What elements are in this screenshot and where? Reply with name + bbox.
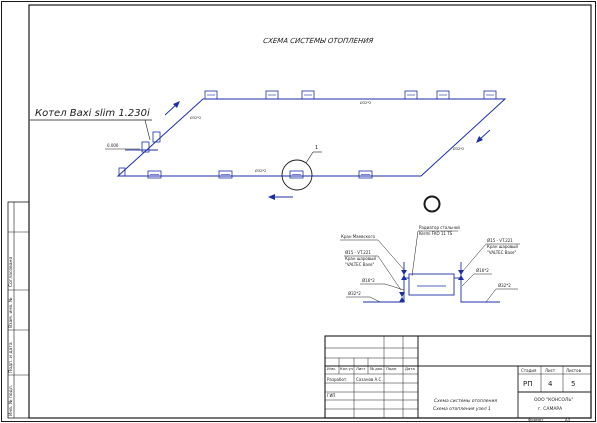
format-value: А3	[565, 417, 571, 422]
label-valve-left-1: Ø15 - VT.221	[345, 250, 371, 255]
hdr-izm: Изм.	[327, 366, 336, 371]
radiator-top-2	[265, 90, 279, 100]
label-radiator-2: Kermi FKO 11 TS	[419, 231, 453, 236]
label-pipe-left-a: Ø16*2	[362, 278, 375, 283]
radiator-bottom-1	[147, 170, 162, 179]
label-radiator-1: Радиатор стальной	[419, 225, 460, 230]
boiler-symbol	[118, 131, 161, 177]
inner-frame	[28, 4, 592, 419]
developer-name: Сазанов А.С.	[356, 377, 383, 382]
callout-number: 1	[315, 145, 318, 151]
heating-loop: Ø32*2 Ø32*2 Ø32*2 Ø32*2	[116, 90, 507, 200]
pipe-label-1: Ø32*2	[190, 115, 201, 120]
label-valve-left-2: Кран шаровый	[345, 256, 376, 261]
level-mark: 0.000	[107, 143, 119, 148]
flow-arrow-top-left	[164, 101, 180, 116]
stage-header: Стадия	[521, 368, 537, 373]
drawing-title: СХЕМА СИСТЕМЫ ОТОПЛЕНИЯ	[263, 36, 375, 45]
radiator-node-detail	[363, 262, 500, 303]
label-pipe-right-b: Ø32*2	[498, 283, 511, 288]
gip-label: ГИП	[327, 393, 335, 398]
section-marker	[423, 195, 441, 213]
radiator-top-6	[483, 90, 497, 100]
label-valve-right-3: "VALTEC Base"	[487, 250, 517, 255]
radiator-top-3	[301, 90, 315, 100]
stamp-label-agreed: Согласовано	[8, 257, 14, 287]
label-pipe-left-b: Ø32*2	[348, 291, 361, 296]
desc-line-1: Схема системы отопления	[434, 398, 497, 404]
desc-line-2: Схема отопления узел 1	[433, 406, 491, 412]
label-pipe-right-a: Ø16*2	[476, 268, 489, 273]
radiator-top-1	[204, 90, 218, 100]
sheet-value: 4	[548, 380, 553, 388]
flow-arrow-right	[476, 129, 491, 143]
label-valve-right-2: Кран шаровый	[487, 244, 518, 249]
label-valve-right-1: Ø15 - VT.221	[487, 238, 513, 243]
hdr-sign: Подп.	[386, 366, 398, 371]
company-line-1: ООО "КОНСОЛЬ"	[534, 397, 573, 403]
radiator-bottom-3	[289, 170, 304, 179]
label-mayevsky: Кран Маевского	[341, 234, 376, 239]
boiler-label: Котел Baxi slim 1.230i	[35, 108, 150, 119]
radiator-top-4	[404, 90, 418, 100]
detail-labels: Кран Маевского Радиатор стальной Kermi F…	[340, 225, 520, 303]
pipe-label-3: Ø32*2	[255, 168, 266, 173]
stage-value: РП	[523, 380, 533, 388]
pipe-label-2: Ø32*2	[360, 100, 371, 105]
sheets-value: 5	[571, 380, 575, 388]
left-stamp: Согласовано Взам. инв. № Подп. и дата Ин…	[7, 201, 30, 419]
detail-callout: 1	[281, 145, 322, 191]
radiator-bottom-2	[218, 170, 233, 179]
sheet-header: Лист	[545, 368, 556, 373]
radiator-bottom-4	[358, 170, 373, 179]
hdr-doc: № док.	[370, 366, 384, 371]
format-label: Формат	[528, 417, 544, 422]
company-line-2: г. САМАРА	[538, 406, 563, 412]
title-block: Изм. Кол.уч Лист № док. Подп. Дата Разра…	[324, 335, 592, 419]
stamp-label-replaced: Взам. инв. №	[8, 297, 14, 328]
pipe-label-4: Ø32*2	[453, 146, 464, 151]
hdr-list: Лист	[356, 366, 366, 371]
label-valve-left-3: "VALTEC Base"	[345, 262, 375, 267]
hdr-kol: Кол.уч	[340, 366, 353, 371]
boiler-leader	[144, 119, 151, 141]
hdr-date: Дата	[405, 366, 415, 371]
flow-arrow-bottom	[268, 194, 293, 200]
stamp-label-inventory: Инв. № подл.	[8, 385, 14, 416]
radiator-top-5	[436, 90, 450, 100]
stamp-label-signature: Подп. и дата	[8, 342, 14, 373]
sheets-header: Листов	[566, 368, 582, 373]
developer-role: Разработ.	[327, 377, 348, 382]
